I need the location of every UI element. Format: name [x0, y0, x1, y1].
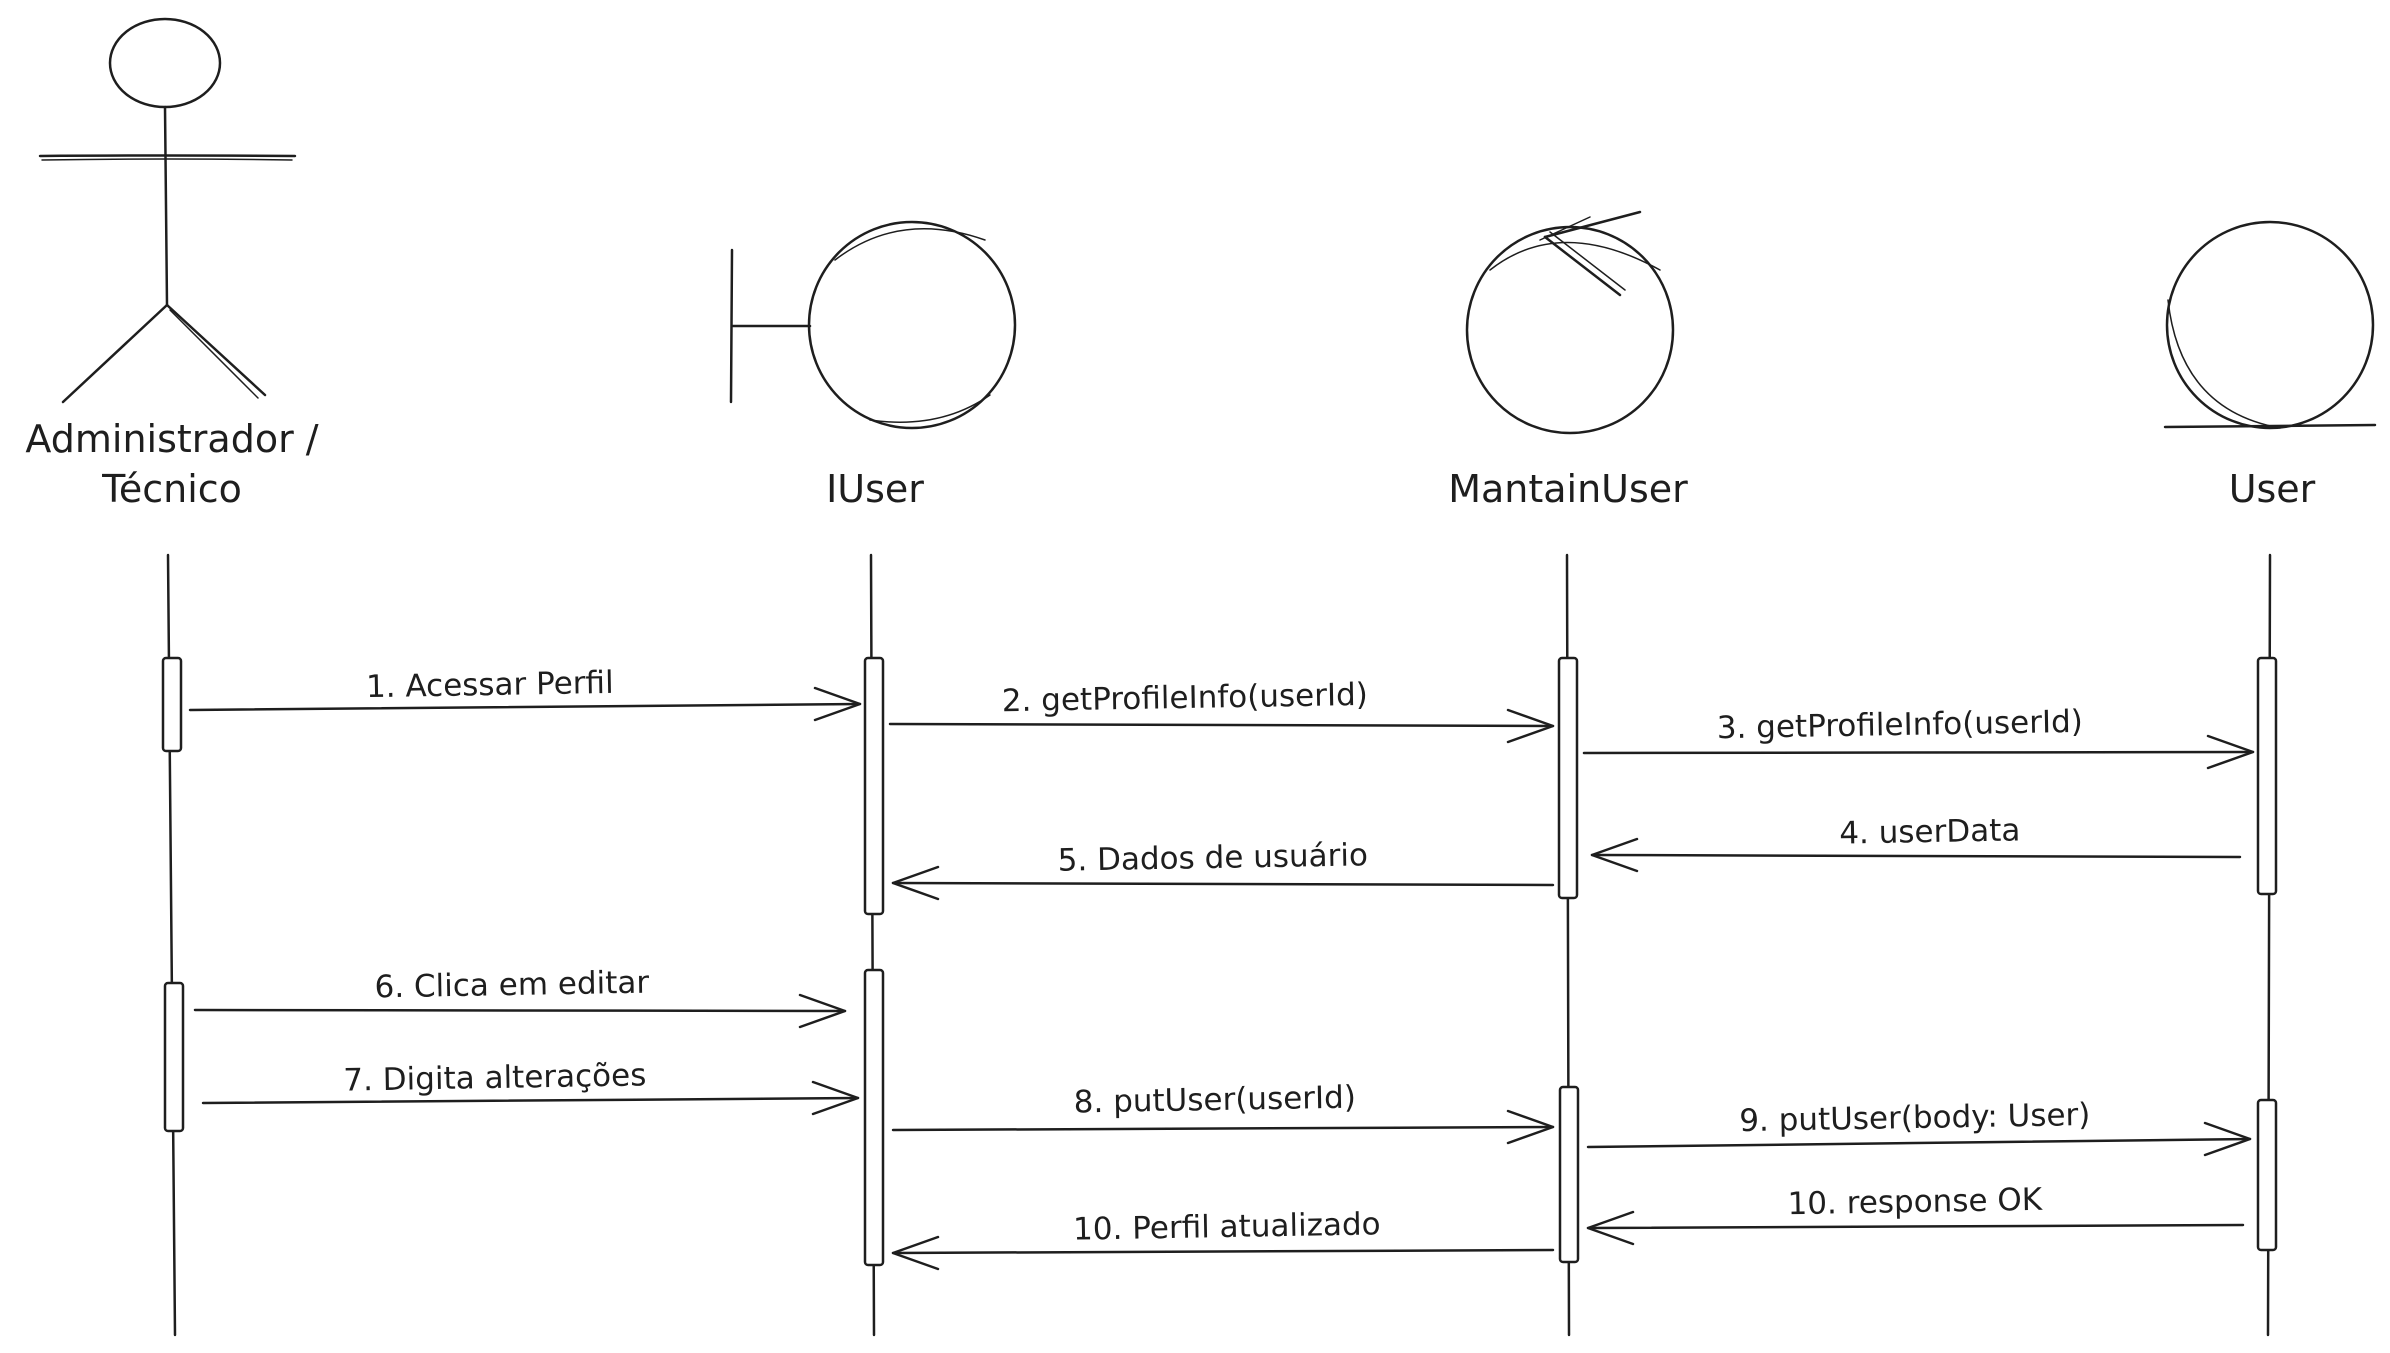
stick-figure-icon — [38, 17, 297, 404]
message-arrow: 4. userData — [1590, 812, 2242, 873]
activation-bar — [163, 981, 185, 1133]
message-label: 3. getProfileInfo(userId) — [1717, 704, 2084, 746]
messages: 1. Acessar Perfil 2. getProfileInfo(user… — [188, 665, 2255, 1271]
entity-icon — [2163, 220, 2377, 430]
message-arrow: 8. putUser(userId) — [891, 1080, 1555, 1145]
activation-bar — [1557, 656, 1579, 900]
message-label: 2. getProfileInfo(userId) — [1002, 677, 1369, 719]
message-arrow: 9. putUser(body: User) — [1586, 1097, 2252, 1157]
boundary-icon — [729, 220, 1017, 430]
actor-admin: Administrador / Técnico — [25, 17, 319, 511]
activation-bar — [863, 968, 885, 1267]
message-arrow: 10. Perfil atualizado — [891, 1206, 1555, 1271]
boundary-iuser: IUser — [729, 220, 1017, 511]
activation-bar — [161, 656, 183, 753]
message-label: 8. putUser(userId) — [1073, 1080, 1356, 1121]
entity-user: User — [2163, 220, 2377, 511]
message-arrow: 3. getProfileInfo(userId) — [1582, 704, 2255, 770]
message-label: 10. Perfil atualizado — [1073, 1206, 1381, 1247]
message-arrow: 5. Dados de usuário — [891, 837, 1555, 901]
message-arrow: 10. response OK — [1586, 1182, 2245, 1246]
control-icon — [1465, 210, 1675, 435]
message-label: 7. Digita alterações — [343, 1057, 647, 1098]
activation-bars — [161, 656, 2278, 1267]
message-label: 6. Clica em editar — [374, 965, 649, 1006]
activation-bar — [2256, 1098, 2278, 1252]
participant-label: IUser — [826, 467, 924, 511]
message-label: 1. Acessar Perfil — [366, 665, 614, 705]
activation-bar — [863, 656, 885, 916]
participant-label: MantainUser — [1448, 467, 1688, 511]
participant-label-line-1: Administrador / — [25, 417, 318, 461]
activation-bar — [1558, 1085, 1580, 1264]
message-label: 5. Dados de usuário — [1057, 837, 1368, 878]
message-label: 4. userData — [1839, 812, 2021, 851]
activation-bar — [2256, 656, 2278, 896]
message-arrow: 1. Acessar Perfil — [188, 665, 862, 722]
participant-label: User — [2229, 467, 2316, 511]
participant-label-line-2: Técnico — [101, 467, 242, 511]
control-mantainuser: MantainUser — [1448, 210, 1688, 511]
message-arrow: 6. Clica em editar — [193, 965, 847, 1029]
message-label: 10. response OK — [1787, 1182, 2043, 1222]
message-arrow: 2. getProfileInfo(userId) — [888, 677, 1555, 744]
message-arrow: 7. Digita alterações — [201, 1057, 860, 1116]
message-label: 9. putUser(body: User) — [1739, 1097, 2091, 1139]
